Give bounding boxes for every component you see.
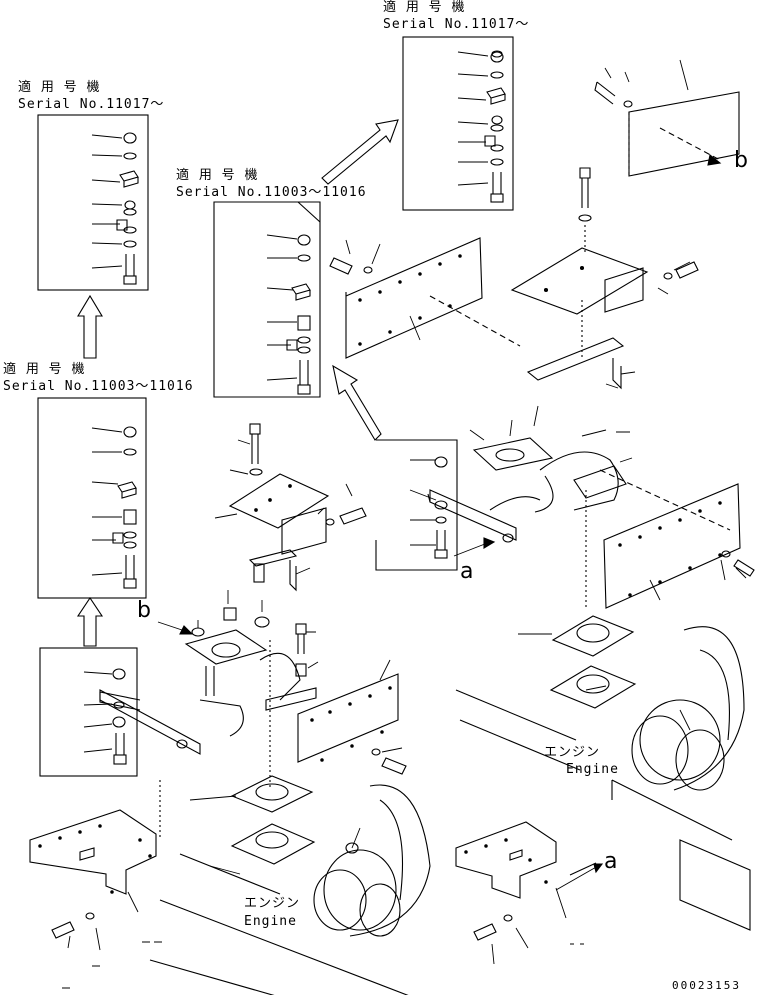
gasket-left-lower xyxy=(230,823,316,865)
callout-box-center xyxy=(375,439,458,571)
turbo-left xyxy=(149,784,431,1000)
bolt-right-side xyxy=(663,261,699,280)
nuts-left-middle xyxy=(191,607,307,677)
bracket-plate-left xyxy=(228,473,330,555)
callout-title-left-middle: 適 用 号 機 xyxy=(3,362,86,377)
large-side-cover-right xyxy=(599,469,755,609)
arrow-diag-middle xyxy=(332,364,382,441)
upper-bolt-left xyxy=(249,423,263,476)
right-bottom-bracket xyxy=(455,821,597,941)
leader-lines xyxy=(67,239,747,965)
view-label-b-left: b xyxy=(137,598,151,623)
callout-box-middle xyxy=(213,201,321,398)
view-label-a-bottom: a xyxy=(604,849,618,874)
callout-title-top-left: 適 用 号 機 xyxy=(18,80,101,95)
callout-box-top-right xyxy=(402,36,514,211)
callout-title-top-right: 適 用 号 機 xyxy=(383,0,466,15)
callout-box-bottom-left xyxy=(39,647,141,777)
turbo-right xyxy=(455,626,751,931)
gasket-left-upper xyxy=(230,775,314,813)
engine-label-left-jp: エンジン xyxy=(244,896,301,911)
cover-plate-top-right xyxy=(594,59,740,177)
bracket-plate-right xyxy=(510,247,649,360)
drawing-code: 00023153 xyxy=(672,979,741,992)
callout-serial-middle: Serial No.11003～11016 xyxy=(176,185,367,200)
gasket-right-upper xyxy=(551,615,635,657)
cover-plate-upper xyxy=(329,237,521,359)
callout-serial-top-right: Serial No.11017～ xyxy=(383,17,530,32)
engine-label-left-en: Engine xyxy=(244,914,297,929)
view-label-a-center: a xyxy=(460,559,474,584)
arrow-diag-top xyxy=(321,119,399,185)
bolt-left-side xyxy=(325,507,367,526)
gasket-right-lower xyxy=(549,665,637,709)
callout-serial-left-middle: Serial No.11003～11016 xyxy=(3,379,194,394)
view-label-b-top: b xyxy=(734,148,748,173)
elbow-duct-left xyxy=(184,629,317,711)
engine-label-right-en: Engine xyxy=(566,762,619,777)
engine-label-right-jp: エンジン xyxy=(544,745,601,760)
left-bottom-bracket xyxy=(29,780,161,939)
side-bracket-right xyxy=(427,489,517,543)
callout-box-left-middle xyxy=(37,397,147,599)
upper-bolt-right xyxy=(578,167,592,255)
arrow-up-left-2 xyxy=(76,597,104,647)
callout-title-middle: 適 用 号 機 xyxy=(176,168,259,183)
callout-box-top-left xyxy=(37,114,149,291)
stay-bracket-left xyxy=(248,549,298,592)
side-cover-left xyxy=(297,673,407,775)
callout-serial-top-left: Serial No.11017～ xyxy=(18,97,165,112)
side-bracket-left xyxy=(99,689,244,755)
stay-bracket-right xyxy=(526,337,625,390)
arrow-up-left-1 xyxy=(77,294,103,359)
elbow-duct-right xyxy=(472,429,627,513)
